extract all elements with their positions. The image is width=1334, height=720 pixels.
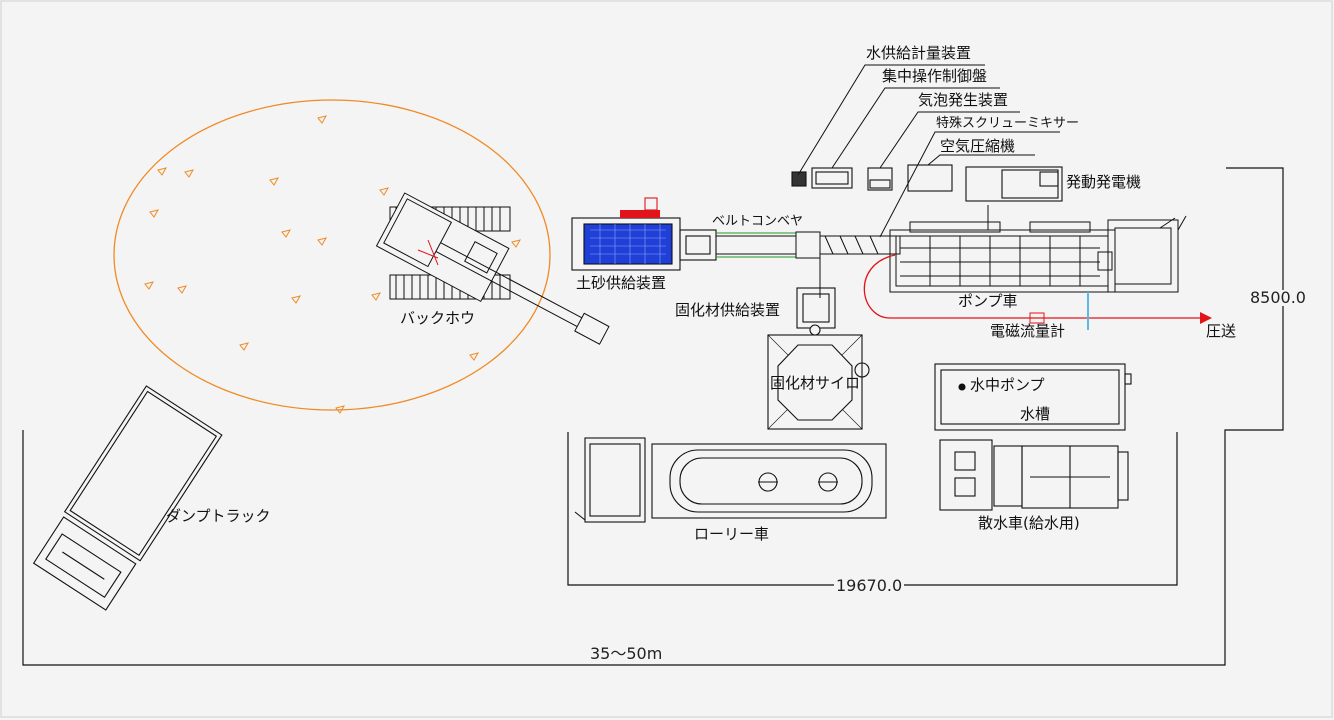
label-solidifier-silo: 固化材サイロ [770,374,861,392]
label-soil-supply-device: 土砂供給装置 [576,274,667,292]
soil-supply-device-drawing [571,197,717,271]
solidifier-equipment-drawing [767,287,870,430]
label-sprinkler-truck: 散水車(給水用) [978,514,1080,532]
label-special-screw-mixer: 特殊スクリューミキサー [936,116,1080,131]
label-central-control-panel: 集中操作制御盤 [882,67,988,85]
label-air-compressor: 空気圧縮機 [940,137,1016,155]
label-pressure-feed: 圧送 [1206,322,1237,340]
label-submersible-pump: 水中ポンプ [970,376,1045,394]
label-solidifier-supply-device: 固化材供給装置 [675,301,781,319]
dimension-right-height: 8500.0 [1250,288,1306,307]
swing-radius-ellipse [113,99,551,411]
site-boundary-line [22,167,1284,666]
leader-lines [797,64,1060,238]
pressure-feed-arrowhead [1200,312,1212,324]
pressure-feed-line [863,254,1208,319]
label-dump-truck: ダンプトラック [166,507,271,525]
sprinkler-truck-drawing [939,439,1129,511]
pump-truck-drawing [889,205,1187,293]
label-foam-generator: 気泡発生装置 [918,91,1009,109]
flowmeter-symbol [1029,312,1045,324]
label-generator: 発動発電機 [1066,173,1142,191]
label-belt-conveyor: ベルトコンベヤ [712,214,804,229]
dump-truck-drawing [32,385,223,611]
label-water-tank: 水槽 [1020,405,1051,423]
lorry-truck-drawing [574,437,887,523]
label-electromagnetic-flowmeter: 電磁流量計 [990,322,1066,340]
belt-conveyor-drawing [715,231,901,298]
label-pump-truck: ポンプ車 [958,292,1018,310]
backhoe-drawing [375,192,610,345]
label-water-supply-meter: 水供給計量装置 [866,44,972,62]
label-lorry-truck: ローリー車 [694,525,770,543]
dimension-outer-width: 35〜50m [590,644,663,663]
control-equipment-row [791,164,1063,202]
swing-area-markers [144,115,522,414]
water-tank-drawing [934,363,1132,431]
label-backhoe: バックホウ [400,309,476,327]
dimension-inner-width: 19670.0 [834,576,905,595]
